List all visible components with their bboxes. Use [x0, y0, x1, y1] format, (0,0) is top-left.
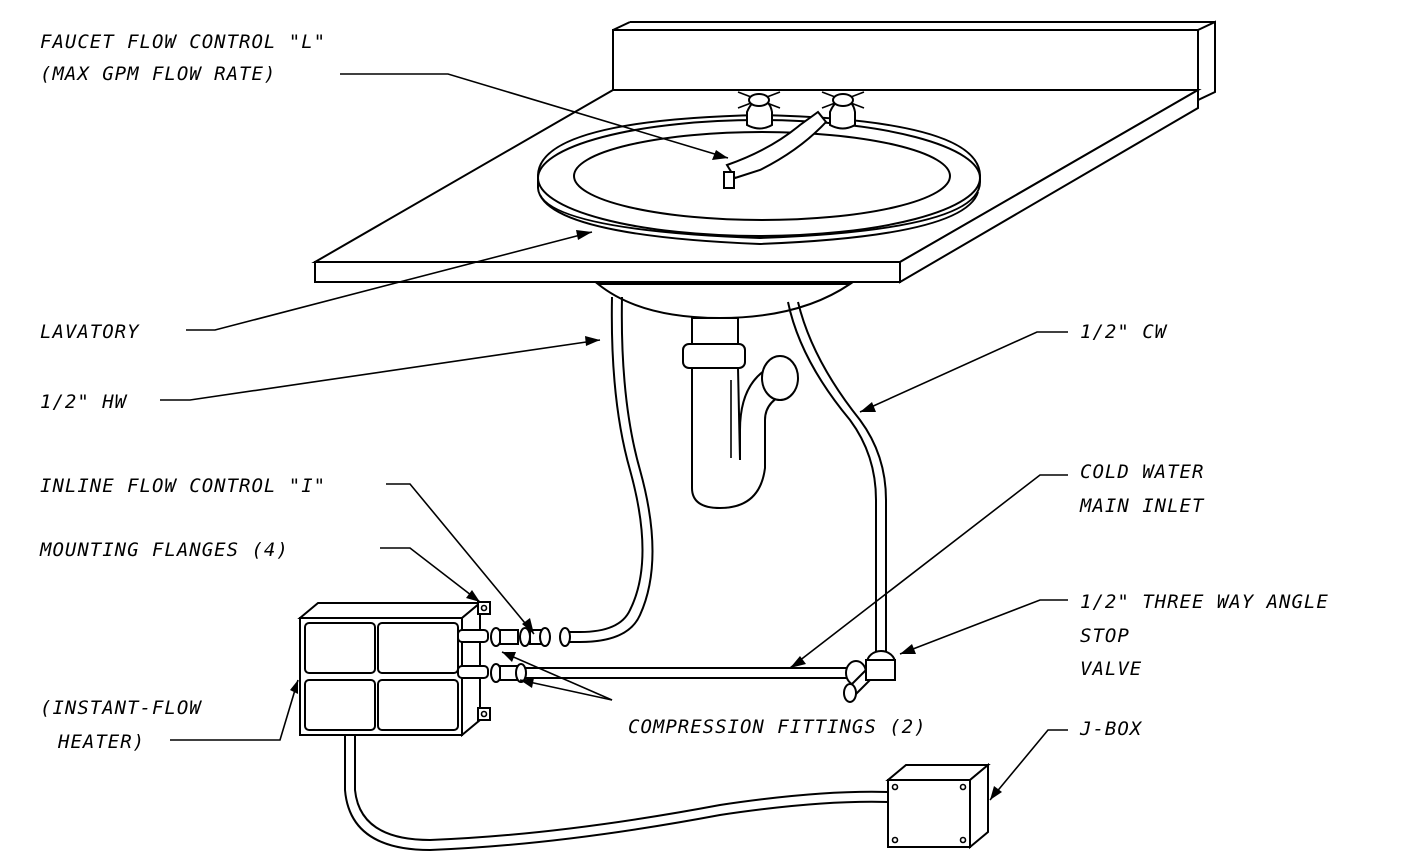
label-cold-water-main-1: COLD WATER	[1080, 461, 1204, 483]
label-compression-fittings: COMPRESSION FITTINGS (2)	[628, 716, 927, 738]
junction-box-icon	[885, 762, 991, 850]
label-inline-flow-control: INLINE FLOW CONTROL "I"	[40, 475, 326, 497]
sink-basin-icon	[537, 113, 981, 246]
backsplash	[612, 20, 1216, 102]
cold-water-pipe	[787, 301, 887, 655]
hot-water-pipe	[567, 296, 654, 643]
label-mounting-flanges: MOUNTING FLANGES (4)	[39, 539, 289, 561]
heater-unit-icon	[297, 600, 889, 852]
angle-stop-valve-icon	[843, 650, 896, 703]
labels: FAUCET FLOW CONTROL "L" (MAX GPM FLOW RA…	[39, 31, 1329, 753]
label-lavatory: LAVATORY	[40, 321, 140, 343]
cold-water-main-line	[525, 667, 850, 679]
label-angle-stop-1: 1/2" THREE WAY ANGLE	[1080, 591, 1329, 613]
label-hot-water: 1/2" HW	[40, 391, 128, 413]
leader-lines	[160, 73, 1068, 801]
label-cold-water: 1/2" CW	[1080, 321, 1168, 343]
label-cold-water-main-2: MAIN INLET	[1079, 495, 1205, 517]
faucet-icon	[723, 91, 865, 189]
label-max-gpm: (MAX GPM FLOW RATE)	[40, 63, 276, 85]
label-angle-stop-3: VALVE	[1080, 658, 1142, 680]
label-jbox: J-BOX	[1079, 718, 1143, 740]
label-faucet-flow-control: FAUCET FLOW CONTROL "L"	[40, 31, 326, 53]
p-trap-icon	[682, 317, 799, 510]
label-heater-1: (INSTANT-FLOW	[40, 697, 202, 719]
label-angle-stop-2: STOP	[1080, 625, 1130, 647]
label-heater-2: HEATER)	[57, 731, 145, 753]
sink-bowl-underside	[595, 283, 854, 320]
